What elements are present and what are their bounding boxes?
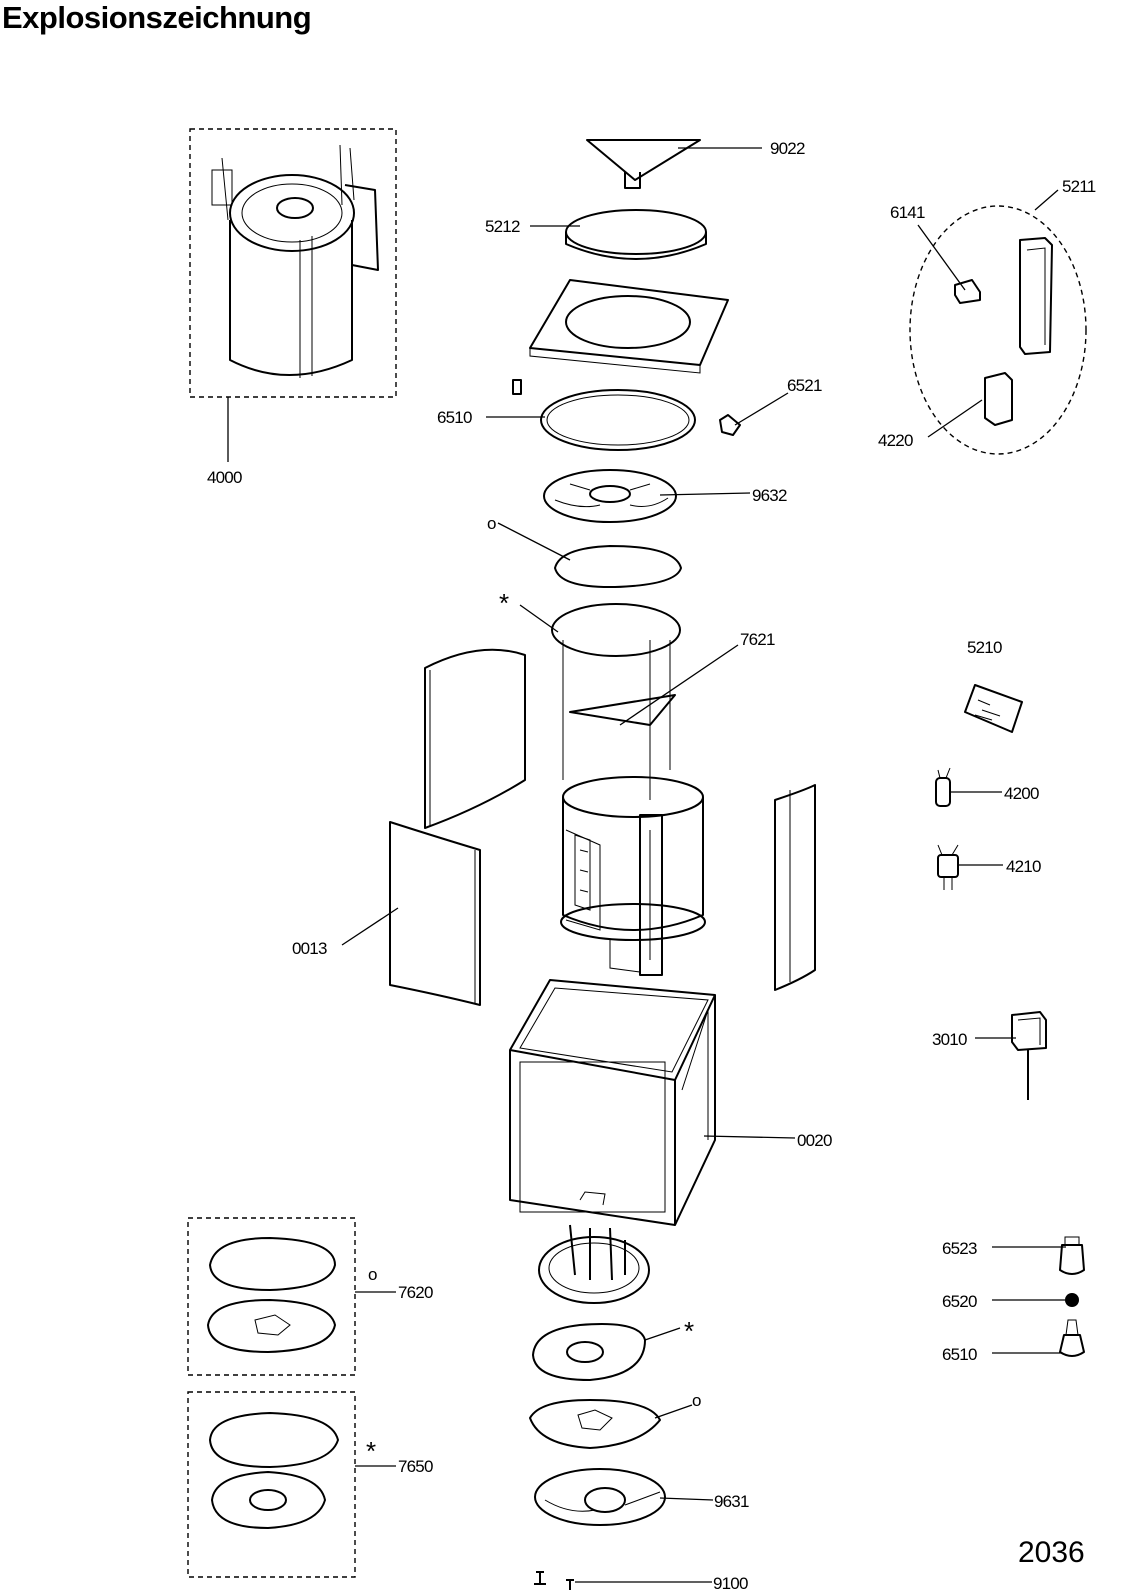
label-4200: 4200 [1004,784,1039,803]
label-3010: 3010 [932,1030,967,1049]
part-9100-screws [534,1571,574,1590]
label-7621: 7621 [740,630,775,649]
part-5210-board [964,684,1023,733]
part-6521-clip [719,414,741,436]
assembly-5211-frame [909,205,1087,455]
assembly-4000-frame [189,128,397,398]
circle-marker-bottom: o [692,1391,701,1410]
assembly-7620 [187,1217,356,1376]
part-0013-panel [389,821,481,1006]
assembly-7650 [187,1391,356,1578]
filter-disc-top-circle [554,545,682,589]
label-4000: 4000 [207,468,242,487]
filter-ring-top-asterisk [551,603,681,780]
label-7650: 7650 [398,1457,433,1476]
asterisk-marker-bottom: * [684,1316,694,1346]
label-6510-bottom: 6510 [942,1345,977,1364]
asterisk-marker-top: * [499,588,509,618]
part-3010-sensor [1011,1011,1047,1100]
part-4210-capacitor [937,844,959,890]
side-panel-left-upper [424,648,526,829]
part-housing-plate [529,279,729,374]
label-6521: 6521 [787,376,822,395]
leader-lines [227,147,1066,1583]
label-5211: 5211 [1062,177,1096,196]
part-4200-capacitor [935,767,951,807]
filter-disc-bottom-asterisk [532,1323,646,1381]
assembly-5211 [909,205,1087,455]
part-0020-housing-box [509,979,716,1226]
assembly-7650-frame [187,1391,356,1578]
part-6141 [954,279,981,304]
part-9632-disc [543,469,677,523]
assembly-4000 [189,128,397,398]
part-9631-disc [534,1468,666,1526]
label-9631: 9631 [714,1492,749,1511]
part-7621-triangle [569,640,676,800]
motor-unit [560,776,706,976]
side-panel-right [774,784,816,991]
part-6520 [1065,1293,1079,1307]
label-9022: 9022 [770,139,805,158]
label-9632: 9632 [752,486,787,505]
part-6510-foot [1059,1319,1085,1357]
label-6523: 6523 [942,1239,977,1258]
label-7620: 7620 [398,1283,433,1302]
label-6510-top: 6510 [437,408,472,427]
label-0020: 0020 [797,1131,832,1150]
assembly-7620-frame [187,1217,356,1376]
part-5212-ring [565,209,707,260]
label-5212: 5212 [485,217,520,236]
part-6510-seal-ring [512,379,696,451]
label-0013: 0013 [292,939,327,958]
part-5211-box [1019,237,1053,355]
asterisk-marker-7650: * [366,1436,376,1466]
page-number: 2036 [1018,1536,1085,1569]
label-5210: 5210 [967,638,1002,657]
label-6141: 6141 [890,203,925,222]
circle-marker-top: o [487,514,496,533]
part-6523 [1059,1236,1085,1275]
filter-disc-bottom-circle [529,1399,661,1449]
circle-marker-7620: o [368,1265,377,1284]
base-holder [538,1224,650,1304]
label-4220: 4220 [878,431,913,450]
label-4210: 4210 [1006,857,1041,876]
part-9022-plate [586,139,701,189]
page-title: Explosionszeichnung [2,0,312,35]
label-9100: 9100 [713,1574,748,1593]
part-4220 [984,372,1013,426]
label-6520: 6520 [942,1292,977,1311]
